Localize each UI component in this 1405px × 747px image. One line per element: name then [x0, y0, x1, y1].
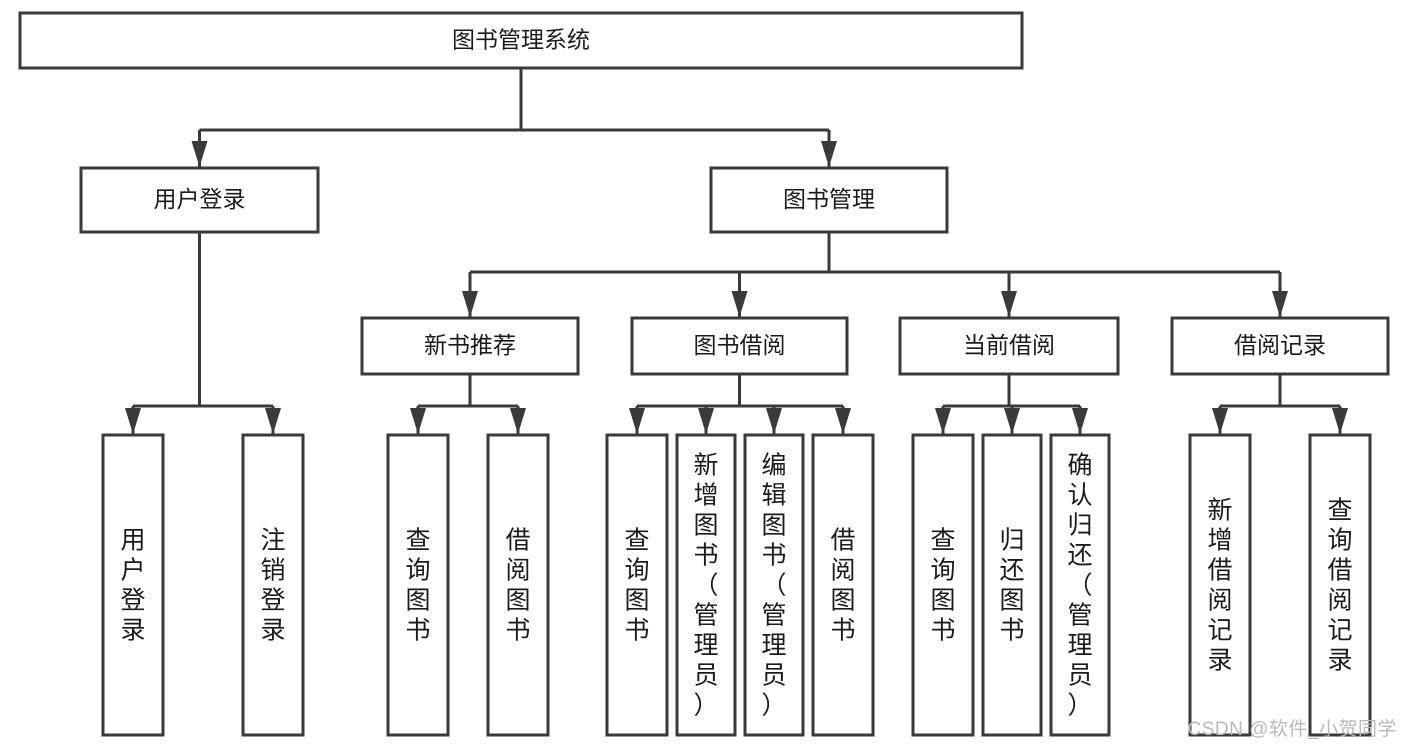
node-box	[743, 433, 805, 737]
node-box	[1188, 433, 1252, 737]
arrow-head-icon	[191, 141, 208, 167]
arrow-head-icon	[410, 408, 426, 434]
arrow-head-icon	[1072, 408, 1088, 434]
node-label: 查询图书	[930, 526, 955, 644]
arrow-head-icon	[265, 408, 281, 434]
node-leaf-6[interactable]: 编辑图书（管理员）	[743, 433, 805, 737]
node-leaf-1[interactable]: 注销登录	[241, 433, 305, 737]
node-label: 查询图书	[624, 526, 649, 644]
node-box	[360, 316, 580, 376]
arrow-head-icon	[125, 408, 141, 434]
node-box	[101, 433, 165, 737]
node-level3-3[interactable]: 借阅记录	[1170, 316, 1390, 376]
node-label: 用户登录	[120, 526, 145, 644]
node-label: 新增图书（管理员）	[693, 451, 718, 719]
arrow-head-icon	[462, 291, 478, 317]
node-box	[709, 166, 949, 234]
node-leaf-12[interactable]: 查询借阅记录	[1308, 433, 1372, 737]
node-leaf-7[interactable]: 借阅图书	[811, 433, 875, 737]
node-level3-1[interactable]: 图书借阅	[630, 316, 849, 376]
arrow-head-icon	[629, 408, 645, 434]
arrow-head-icon	[731, 291, 748, 317]
node-label: 确认归还（管理员）	[1067, 451, 1092, 719]
node-label: 图书管理	[783, 186, 875, 212]
node-label: 用户登录	[154, 186, 246, 212]
node-root-book-management-system[interactable]: 图书管理系统	[18, 11, 1024, 70]
node-box	[18, 11, 1024, 70]
node-box	[911, 433, 975, 737]
node-label: 编辑图书（管理员）	[761, 451, 786, 719]
node-leaf-2[interactable]: 查询图书	[386, 433, 450, 737]
node-label: 查询借阅记录	[1327, 496, 1352, 674]
node-leaf-8[interactable]: 查询图书	[911, 433, 975, 737]
connectors-layer	[125, 68, 1348, 434]
node-label: 查询图书	[405, 526, 430, 644]
node-label: 借阅图书	[830, 526, 855, 644]
node-label: 注销登录	[260, 526, 285, 644]
node-level2-0[interactable]: 用户登录	[79, 166, 320, 234]
arrow-head-icon	[766, 408, 782, 434]
node-label: 当前借阅	[963, 332, 1055, 358]
node-box	[1049, 433, 1111, 737]
arrow-head-icon	[935, 408, 951, 434]
arrow-head-icon	[1272, 291, 1288, 317]
node-box	[1308, 433, 1372, 737]
node-leaf-3[interactable]: 借阅图书	[486, 433, 550, 737]
arrow-head-icon	[1212, 408, 1228, 434]
arrow-head-icon	[821, 141, 837, 167]
node-label: 图书管理系统	[452, 27, 590, 53]
node-box	[241, 433, 305, 737]
node-box	[79, 166, 320, 234]
arrow-head-icon	[1332, 408, 1348, 434]
node-leaf-4[interactable]: 查询图书	[605, 433, 669, 737]
node-level3-0[interactable]: 新书推荐	[360, 316, 580, 376]
node-box	[486, 433, 550, 737]
node-box	[898, 316, 1120, 376]
arrow-head-icon	[510, 408, 526, 434]
arrow-head-icon	[1004, 408, 1020, 434]
node-label: 新增借阅记录	[1207, 496, 1232, 674]
node-level2-1[interactable]: 图书管理	[709, 166, 949, 234]
node-box	[811, 433, 875, 737]
node-box	[675, 433, 737, 737]
node-label: 图书借阅	[694, 332, 786, 358]
node-leaf-0[interactable]: 用户登录	[101, 433, 165, 737]
node-box	[630, 316, 849, 376]
node-label: 借阅图书	[505, 526, 530, 644]
arrow-head-icon	[698, 408, 714, 434]
node-leaf-11[interactable]: 新增借阅记录	[1188, 433, 1252, 737]
arrow-head-icon	[1001, 291, 1017, 317]
arrow-head-icon	[835, 408, 851, 434]
csdn-watermark: CSDN @软件_小贺同学	[1187, 719, 1397, 740]
node-label: 归还图书	[999, 526, 1024, 644]
node-box	[1170, 316, 1390, 376]
node-leaf-5[interactable]: 新增图书（管理员）	[675, 433, 737, 737]
node-leaf-9[interactable]: 归还图书	[981, 433, 1043, 737]
node-box	[605, 433, 669, 737]
node-level3-2[interactable]: 当前借阅	[898, 316, 1120, 376]
node-label: 借阅记录	[1234, 332, 1326, 358]
node-leaf-10[interactable]: 确认归还（管理员）	[1049, 433, 1111, 737]
node-label: 新书推荐	[424, 332, 516, 358]
node-box	[981, 433, 1043, 737]
node-box	[386, 433, 450, 737]
nodes-layer: 图书管理系统用户登录图书管理新书推荐图书借阅当前借阅借阅记录用户登录注销登录查询…	[18, 11, 1390, 737]
